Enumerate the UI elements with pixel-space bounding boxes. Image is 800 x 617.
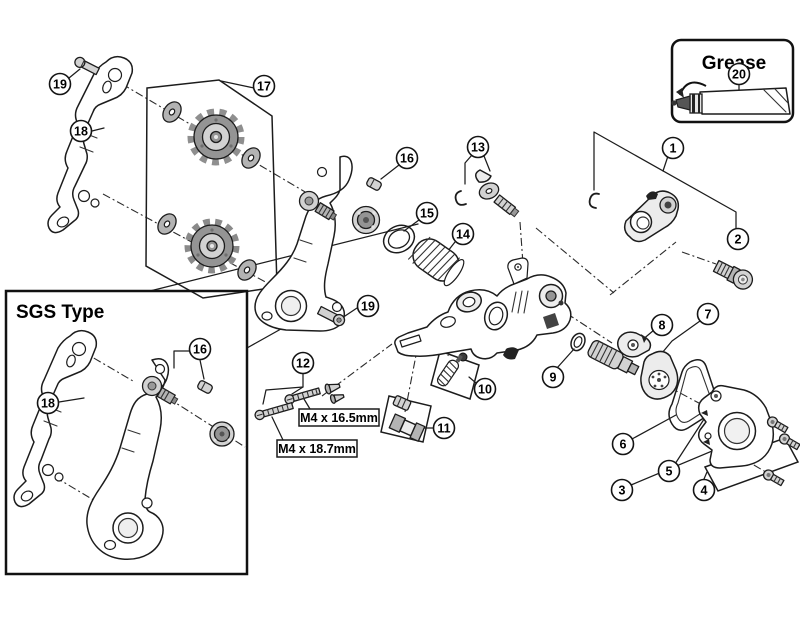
bolt-size-label-short: M4 x 16.5mm	[300, 411, 378, 425]
part-cam-unit	[617, 331, 652, 358]
grease-info-box: Grease	[670, 38, 795, 124]
callout-18: 18	[36, 391, 60, 415]
part-main-body	[394, 257, 572, 360]
part-adjust-spring	[436, 352, 468, 387]
part-plate-bolt-mid	[316, 305, 346, 327]
part-c-clip	[588, 192, 600, 209]
svg-text:18: 18	[74, 125, 88, 139]
svg-text:20: 20	[732, 68, 746, 82]
callout-15: 15	[415, 201, 439, 225]
part-pulley-tension	[184, 218, 240, 274]
svg-text:19: 19	[53, 78, 67, 92]
svg-text:19: 19	[361, 300, 375, 314]
part-stopper-bolt-sgs	[197, 380, 213, 394]
callout-8: 8	[650, 313, 674, 337]
callout-5: 5	[657, 459, 681, 483]
svg-text:16: 16	[193, 343, 207, 357]
grease-label: Grease	[702, 53, 766, 74]
part-stopper-plate	[640, 350, 679, 400]
adjust-spring-box	[430, 350, 480, 400]
svg-text:8: 8	[659, 319, 666, 333]
svg-text:16: 16	[400, 152, 414, 166]
part-coil-spring	[408, 236, 465, 287]
part-bracket-fixing-bolt	[712, 259, 754, 290]
callout-19: 19	[48, 72, 72, 96]
part-cover-screw-1	[766, 416, 789, 434]
svg-text:14: 14	[456, 228, 470, 242]
svg-text:9: 9	[550, 371, 557, 385]
part-gasket-seal	[668, 359, 718, 431]
part-cover-screw-3	[762, 469, 785, 487]
callout-11: 11	[432, 416, 456, 440]
sgs-type-label: SGS Type	[16, 302, 104, 323]
part-b-oring	[570, 332, 586, 352]
callout-14: 14	[451, 222, 475, 246]
part-cable-fixing-bolt	[454, 169, 520, 218]
part-tension-disc-main	[351, 205, 381, 235]
callout-3: 3	[610, 478, 634, 502]
svg-text:7: 7	[705, 308, 712, 322]
part-cover-unit	[697, 384, 775, 469]
part-bracket-axle-unit	[623, 190, 680, 243]
part-o-ring	[382, 224, 416, 254]
callout-4: 4	[692, 478, 716, 502]
part-pulley-bolt-long	[254, 402, 294, 421]
part-inner-plate-top	[47, 55, 134, 234]
callout-17: 17	[252, 74, 276, 98]
grease-tube	[671, 81, 791, 115]
part-pulley-bolt-short	[284, 387, 321, 405]
svg-text:11: 11	[437, 422, 450, 436]
bolt-size-label-long: M4 x 18.7mm	[278, 442, 356, 456]
svg-text:4: 4	[701, 484, 708, 498]
svg-text:15: 15	[420, 207, 434, 221]
part-stopper-bolt-main	[366, 177, 382, 191]
callout-18: 18	[69, 119, 93, 143]
svg-text:1: 1	[670, 142, 677, 156]
callout-16: 16	[395, 146, 419, 170]
svg-text:5: 5	[666, 465, 673, 479]
part-cover-screw-2	[778, 433, 800, 451]
svg-text:13: 13	[471, 141, 485, 155]
svg-text:6: 6	[620, 438, 627, 452]
callout-12: 12	[291, 351, 315, 375]
callout-20: 20	[727, 62, 751, 86]
part-plate-bolt-top	[74, 56, 100, 76]
callout-19: 19	[356, 294, 380, 318]
svg-text:3: 3	[619, 484, 626, 498]
part-outer-plate-sgs	[86, 358, 179, 560]
part-outer-plate-main	[254, 155, 353, 332]
part-b-tension-unit	[587, 340, 640, 376]
sgs-type-box: SGS Type	[4, 289, 249, 576]
svg-text:2: 2	[735, 233, 742, 247]
pulley-washers	[157, 101, 261, 281]
svg-text:12: 12	[296, 357, 310, 371]
callout-16: 16	[188, 337, 212, 361]
svg-text:18: 18	[41, 397, 55, 411]
callout-10: 10	[473, 377, 497, 401]
callout-13: 13	[466, 135, 490, 159]
callout-6: 6	[611, 432, 635, 456]
part-inner-plate-sgs	[13, 329, 98, 508]
part-bolt-tips	[324, 383, 345, 404]
part-barrel-adjuster	[388, 395, 426, 442]
callout-1: 1	[661, 136, 685, 160]
bolt-size-labels: M4 x 16.5mm M4 x 18.7mm	[276, 408, 380, 458]
svg-text:10: 10	[478, 383, 492, 397]
part-tension-disc-sgs	[209, 421, 235, 447]
callout-9: 9	[541, 365, 565, 389]
barrel-adjuster-box	[380, 395, 432, 443]
svg-text:17: 17	[257, 80, 271, 94]
callout-7: 7	[696, 302, 720, 326]
callout-2: 2	[726, 227, 750, 251]
part-pulley-guide	[187, 108, 245, 166]
